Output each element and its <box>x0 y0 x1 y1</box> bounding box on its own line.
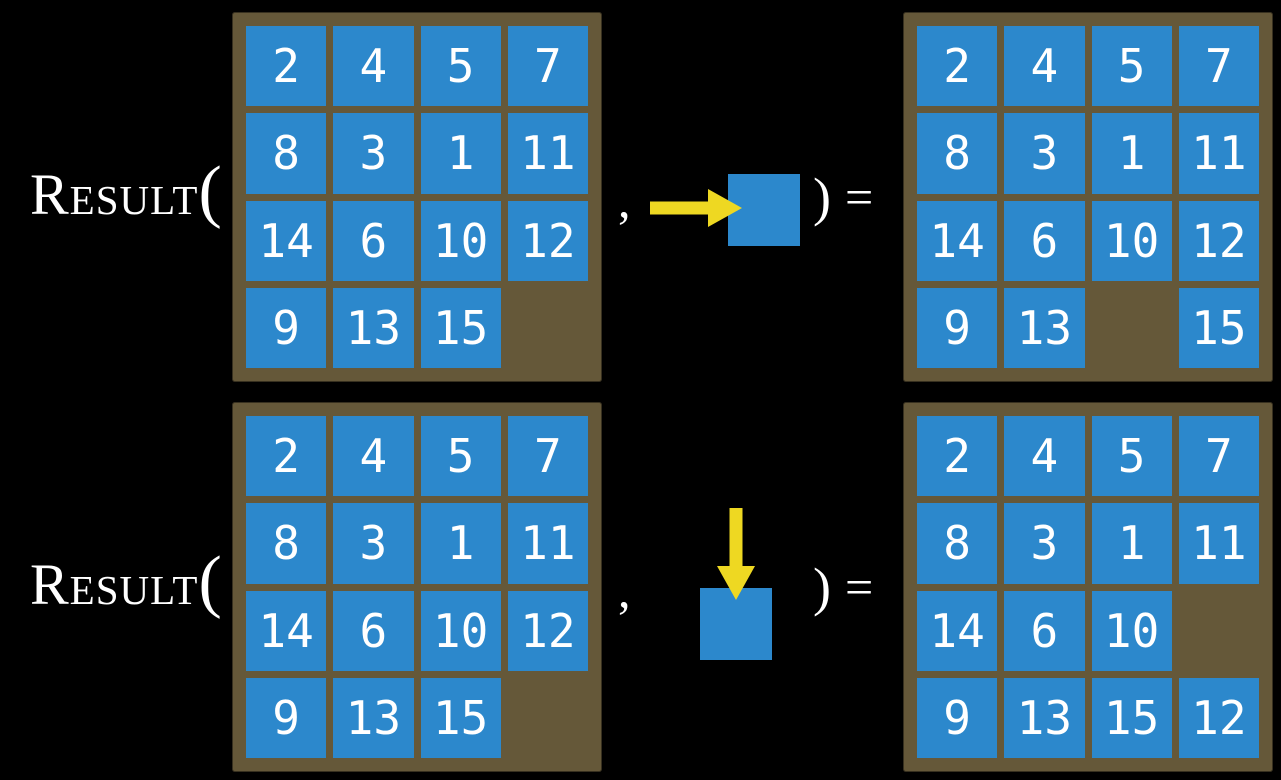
puzzle-tile-7: 7 <box>507 416 588 497</box>
right-arrow-icon <box>650 189 742 227</box>
puzzle-tile-13: 13 <box>1004 677 1085 758</box>
puzzle-tile-10: 10 <box>1091 590 1172 671</box>
puzzle-tile-8: 8 <box>917 503 998 584</box>
open-paren: ( <box>198 153 222 230</box>
puzzle-tile-5: 5 <box>1091 416 1172 497</box>
puzzle-tile-3: 3 <box>333 503 414 584</box>
close-paren: ) <box>813 167 831 227</box>
puzzle-tile-2: 2 <box>246 416 327 497</box>
puzzle-tile-5: 5 <box>420 416 501 497</box>
open-paren: ( <box>198 543 222 620</box>
puzzle-tile-9: 9 <box>246 287 327 368</box>
puzzle-tile-1: 1 <box>1091 503 1172 584</box>
close-paren: ) <box>813 557 831 617</box>
puzzle-tile-12: 12 <box>1178 200 1259 281</box>
result-function-label: Result( <box>30 157 222 227</box>
puzzle-tile-13: 13 <box>333 677 414 758</box>
puzzle-tile-10: 10 <box>420 590 501 671</box>
puzzle-tile-9: 9 <box>246 677 327 758</box>
puzzle-tile-14: 14 <box>246 590 327 671</box>
puzzle-tile-7: 7 <box>1178 26 1259 107</box>
puzzle-tile-1: 1 <box>420 113 501 194</box>
puzzle-tile-8: 8 <box>246 503 327 584</box>
puzzle-tile-7: 7 <box>1178 416 1259 497</box>
puzzle-tile-4: 4 <box>333 26 414 107</box>
puzzle-tile-12: 12 <box>507 590 588 671</box>
puzzle-tile-3: 3 <box>333 113 414 194</box>
empty-cell <box>508 678 588 758</box>
puzzle-tile-9: 9 <box>917 677 998 758</box>
puzzle-tile-11: 11 <box>1178 113 1259 194</box>
puzzle-tile-8: 8 <box>917 113 998 194</box>
puzzle-tile-6: 6 <box>333 200 414 281</box>
puzzle-tile-2: 2 <box>246 26 327 107</box>
puzzle-tile-6: 6 <box>333 590 414 671</box>
action-tile-right <box>728 174 800 246</box>
puzzle-tile-8: 8 <box>246 113 327 194</box>
puzzle-tile-4: 4 <box>1004 416 1085 497</box>
puzzle-tile-11: 11 <box>507 503 588 584</box>
puzzle-tile-13: 13 <box>1004 287 1085 368</box>
empty-cell <box>1179 591 1259 671</box>
empty-cell <box>1092 288 1172 368</box>
puzzle-tile-15: 15 <box>420 287 501 368</box>
puzzle-tile-7: 7 <box>507 26 588 107</box>
equals-sign: = <box>845 169 874 225</box>
puzzle-tile-1: 1 <box>1091 113 1172 194</box>
puzzle-tile-14: 14 <box>246 200 327 281</box>
puzzle-tile-10: 10 <box>420 200 501 281</box>
puzzle-tile-12: 12 <box>1178 677 1259 758</box>
puzzle-tile-15: 15 <box>420 677 501 758</box>
puzzle-tile-4: 4 <box>333 416 414 497</box>
comma-separator: , <box>618 172 631 228</box>
puzzle-tile-1: 1 <box>420 503 501 584</box>
result-function-name: Result <box>30 552 199 617</box>
puzzle-tile-15: 15 <box>1178 287 1259 368</box>
puzzle-tile-4: 4 <box>1004 26 1085 107</box>
empty-cell <box>508 288 588 368</box>
puzzle-tile-3: 3 <box>1004 113 1085 194</box>
puzzle-tile-2: 2 <box>917 26 998 107</box>
puzzle-tile-11: 11 <box>507 113 588 194</box>
puzzle-tile-12: 12 <box>507 200 588 281</box>
puzzle-tile-6: 6 <box>1004 590 1085 671</box>
puzzle-tile-5: 5 <box>420 26 501 107</box>
puzzle-tile-11: 11 <box>1178 503 1259 584</box>
puzzle-tile-6: 6 <box>1004 200 1085 281</box>
puzzle-tile-2: 2 <box>917 416 998 497</box>
puzzle-tile-14: 14 <box>917 590 998 671</box>
result-function-label: Result( <box>30 547 222 617</box>
puzzle-tile-3: 3 <box>1004 503 1085 584</box>
puzzle-tile-14: 14 <box>917 200 998 281</box>
puzzle-tile-9: 9 <box>917 287 998 368</box>
puzzle-tile-5: 5 <box>1091 26 1172 107</box>
puzzle-tile-15: 15 <box>1091 677 1172 758</box>
puzzle-tile-13: 13 <box>333 287 414 368</box>
down-arrow-icon <box>717 508 755 600</box>
equals-sign: = <box>845 559 874 615</box>
puzzle-tile-10: 10 <box>1091 200 1172 281</box>
result-function-name: Result <box>30 162 199 227</box>
comma-separator: , <box>618 562 631 618</box>
action-tile-down <box>700 588 772 660</box>
